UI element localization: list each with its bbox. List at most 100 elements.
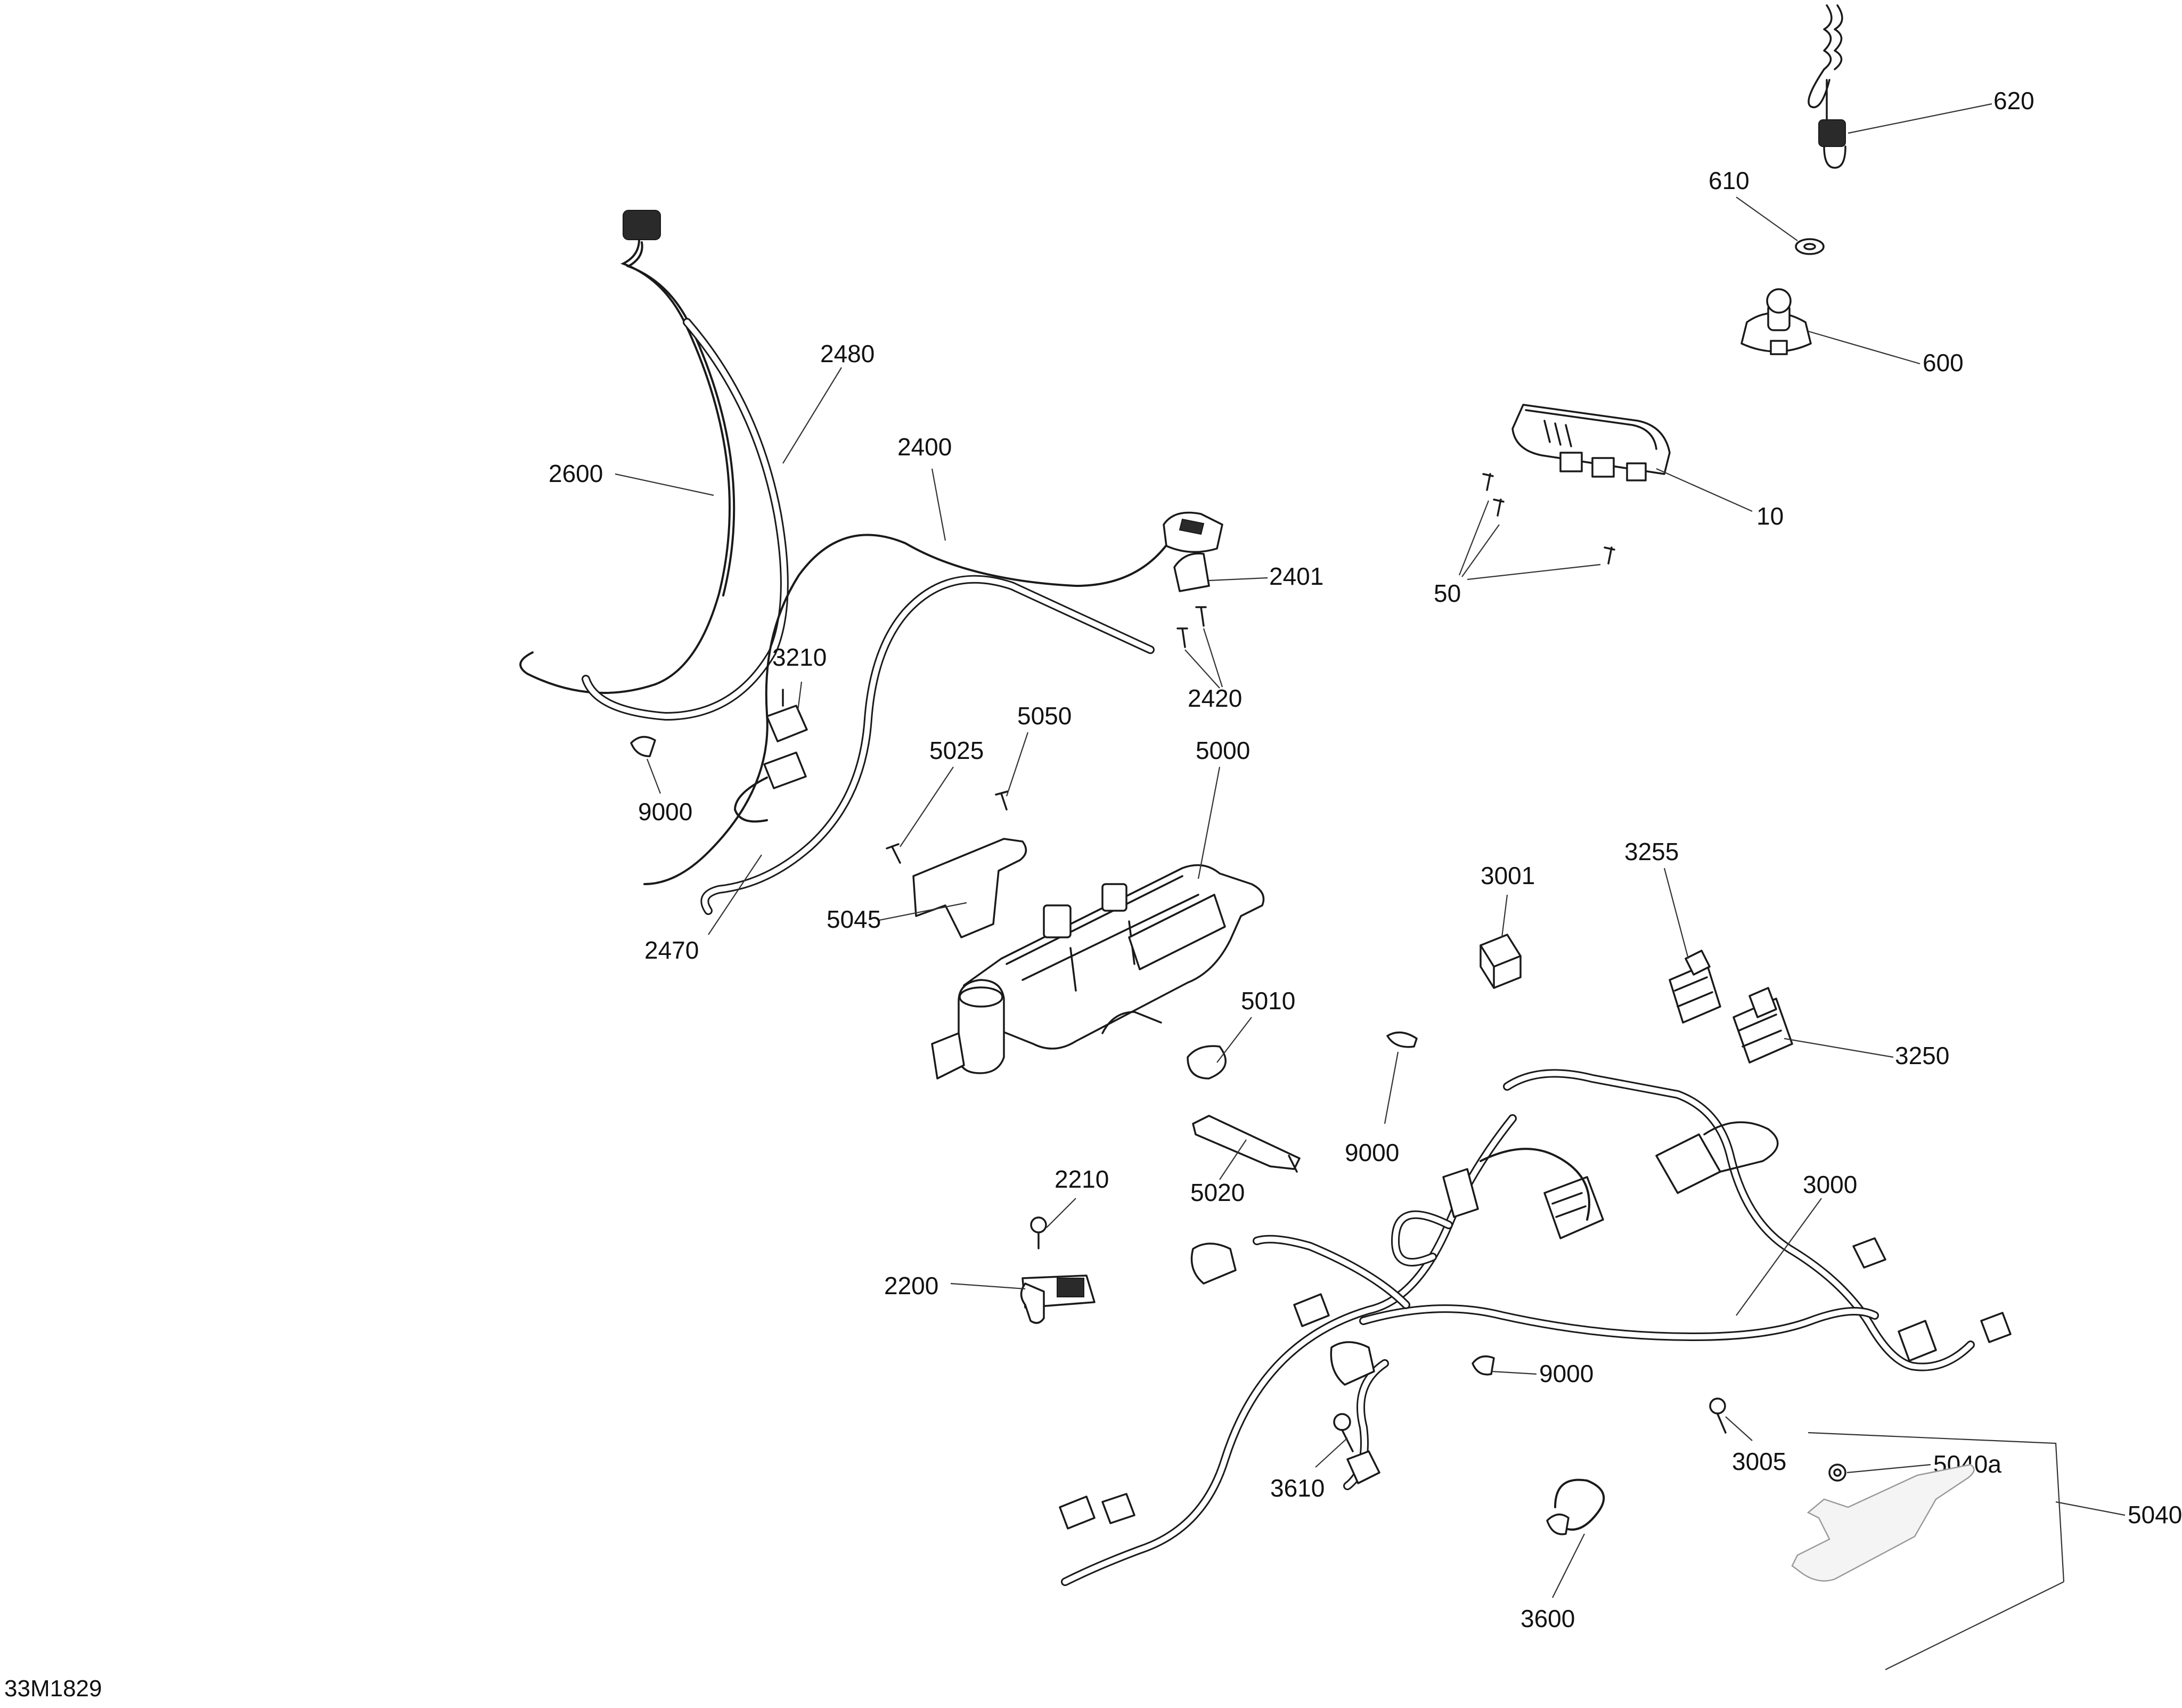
leader-2470: [708, 854, 762, 935]
callout-610: 610: [1709, 167, 1750, 194]
part-3610-screw: [1333, 1413, 1354, 1452]
leader-3005: [1725, 1416, 1753, 1441]
callout-3600: 3600: [1521, 1605, 1575, 1632]
leader-5025: [900, 766, 954, 847]
callout-5000: 5000: [1196, 737, 1250, 764]
callout-5020: 5020: [1190, 1179, 1245, 1206]
callout-2210: 2210: [1055, 1165, 1109, 1193]
leader-5040-label: [2055, 1501, 2126, 1516]
part-9000-clip-middle: [1386, 1031, 1418, 1048]
part-5045-bracket: [912, 838, 1027, 938]
leader-2480: [782, 367, 842, 464]
callout-5050: 5050: [1017, 702, 1072, 730]
callout-600: 600: [1923, 349, 1964, 377]
callout-3005: 3005: [1732, 1448, 1786, 1475]
callout-3255: 3255: [1624, 838, 1679, 865]
leader-5050: [1006, 732, 1029, 797]
part-2400-harness: [643, 534, 1173, 915]
callout-2420: 2420: [1188, 684, 1242, 712]
callout-9000-upper: 9000: [638, 798, 692, 826]
part-2480-protective-tube: [582, 318, 789, 721]
leader-50-a: [1458, 500, 1490, 576]
leader-2401: [1208, 577, 1268, 582]
part-2420-screws: [1176, 606, 1207, 648]
leader-10: [1656, 468, 1753, 512]
leader-9000-upper: [646, 758, 661, 794]
part-5010-clip: [1187, 1045, 1227, 1080]
callout-620: 620: [1993, 87, 2034, 115]
part-3000-main-harness: [1059, 1069, 2012, 1586]
callout-9000-middle: 9000: [1345, 1139, 1399, 1166]
leader-5045: [878, 902, 967, 921]
part-620-tether-cord: [1808, 4, 1846, 169]
part-9000-clip-upper: [630, 735, 656, 757]
callout-5025: 5025: [929, 737, 984, 764]
part-600-ignition-switch: [1740, 288, 1812, 355]
leader-3250: [1784, 1037, 1894, 1058]
leader-3001: [1501, 894, 1508, 938]
part-9000-clip-lower: [1472, 1355, 1495, 1376]
part-5050-screw: [995, 790, 1009, 811]
callout-2401: 2401: [1269, 562, 1323, 590]
part-3250-switch: [1732, 987, 1793, 1064]
part-2401-sensor: [1163, 511, 1223, 592]
part-5000-fuse-box: [931, 864, 1265, 1080]
callout-2400: 2400: [897, 433, 952, 461]
leader-600: [1808, 330, 1921, 365]
callout-9000-lower: 9000: [1539, 1360, 1593, 1387]
part-3005-screw: [1709, 1398, 1727, 1434]
leader-9000-middle: [1384, 1051, 1399, 1124]
callout-3610: 3610: [1270, 1474, 1325, 1502]
part-2200-sensor: [1020, 1274, 1096, 1324]
part-5040a-nut: [1828, 1464, 1846, 1482]
leader-3600: [1552, 1533, 1585, 1598]
part-3255-switch: [1669, 950, 1721, 1024]
callout-3000: 3000: [1803, 1171, 1857, 1198]
callout-5010: 5010: [1241, 987, 1295, 1015]
callout-3210: 3210: [772, 643, 827, 671]
part-3210-connector: [733, 689, 808, 823]
callout-3001: 3001: [1481, 862, 1535, 889]
leader-5020: [1219, 1139, 1247, 1180]
leader-50-c: [1467, 563, 1601, 581]
leader-5040-bottom: [1885, 1581, 2064, 1670]
drawing-code: 33M1829: [4, 1676, 102, 1702]
leader-2420-a: [1203, 628, 1223, 688]
part-2600-sensor-wire: [519, 210, 735, 694]
leader-5040a: [1846, 1464, 1931, 1474]
part-5025-screw: [886, 843, 901, 864]
leader-9000-lower: [1491, 1370, 1537, 1375]
leader-2400: [931, 468, 946, 541]
leader-2420-b: [1184, 649, 1220, 689]
leader-620: [1848, 103, 1992, 134]
leader-5040-top: [1808, 1432, 2065, 1582]
leader-610: [1736, 197, 1798, 241]
callout-10: 10: [1756, 502, 1784, 530]
part-610-washer: [1795, 238, 1825, 255]
leader-2210: [1046, 1198, 1076, 1228]
callout-5045: 5045: [827, 905, 881, 933]
callout-3250: 3250: [1895, 1042, 1949, 1069]
callout-50: 50: [1434, 579, 1461, 607]
leader-5000: [1197, 766, 1221, 879]
leader-2200: [950, 1282, 1026, 1290]
part-3600-ground-cable: [1546, 1478, 1605, 1535]
part-5040-bracket: [1791, 1464, 1975, 1582]
leader-3210: [797, 681, 803, 712]
callout-5040: 5040: [2128, 1501, 2182, 1529]
part-2210-screw: [1030, 1216, 1047, 1249]
callout-2200: 2200: [884, 1272, 938, 1300]
leader-3000: [1736, 1198, 1822, 1316]
leader-3610: [1315, 1437, 1348, 1468]
part-3001-relay: [1480, 934, 1522, 989]
part-10-gauge-module: [1511, 404, 1671, 481]
leader-3255: [1663, 868, 1689, 959]
leader-2600: [615, 473, 714, 496]
leader-50-b: [1461, 524, 1500, 577]
leader-5010: [1216, 1017, 1252, 1063]
callout-2470: 2470: [644, 936, 699, 964]
part-50-screws: [1482, 473, 1615, 565]
callout-2480: 2480: [820, 340, 875, 367]
callout-2600: 2600: [549, 460, 603, 487]
